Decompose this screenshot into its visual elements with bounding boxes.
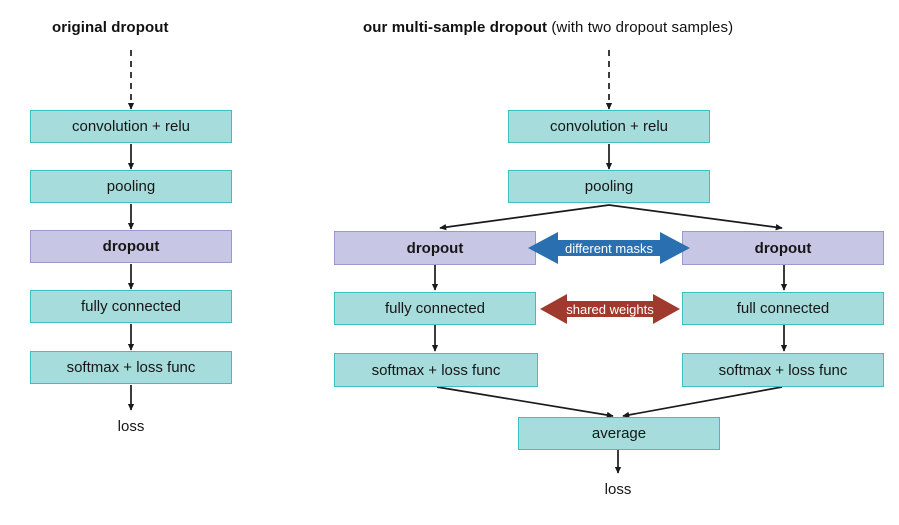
different-masks-arrow-shape (528, 232, 690, 264)
node-branch-left-fully-connected[interactable]: fully connected (334, 292, 536, 325)
node-left-softmax-loss-func[interactable]: softmax + loss func (30, 351, 232, 384)
panel-title-multisample-suffix: (with two dropout samples) (547, 19, 734, 36)
node-left-dropout[interactable]: dropout (30, 230, 232, 263)
panel-title-original: original dropout (52, 19, 169, 36)
label-left-loss: loss (117, 418, 145, 435)
node-branch-right-dropout[interactable]: dropout (682, 231, 884, 265)
label-right-loss: loss (604, 481, 632, 498)
node-branch-left-softmax-loss-func[interactable]: softmax + loss func (334, 353, 538, 387)
panel-title-multisample-bold: our multi-sample dropout (363, 19, 548, 36)
edge-fork-to-left-dropout (439, 204, 610, 231)
node-left-fully-connected[interactable]: fully connected (30, 290, 232, 323)
node-left-pooling[interactable]: pooling (30, 170, 232, 203)
node-right-pooling[interactable]: pooling (508, 170, 710, 203)
node-branch-right-softmax-loss-func[interactable]: softmax + loss func (682, 353, 884, 387)
edge-left-softmax-to-average (436, 386, 614, 419)
relation-arrow-shared-weights: shared weights (540, 292, 680, 326)
node-left-convolution-relu[interactable]: convolution + relu (30, 110, 232, 143)
node-branch-left-dropout[interactable]: dropout (334, 231, 536, 265)
node-right-convolution-relu[interactable]: convolution + relu (508, 110, 710, 143)
shared-weights-arrow-shape (540, 294, 680, 324)
panel-title-multisample: our multi-sample dropout (with two dropo… (363, 19, 733, 36)
relation-arrow-different-masks: different masks (528, 230, 690, 266)
node-average[interactable]: average (518, 417, 720, 450)
edge-right-softmax-to-average (622, 386, 783, 419)
node-branch-right-full-connected[interactable]: full connected (682, 292, 884, 325)
edge-fork-to-right-dropout (608, 204, 783, 231)
